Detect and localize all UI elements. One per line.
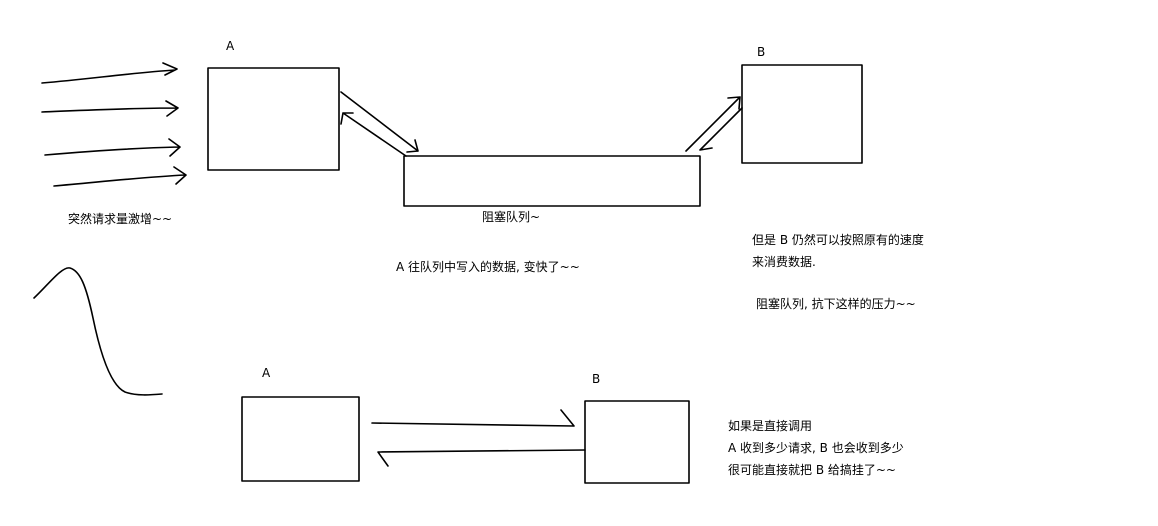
- wave-curve: [33, 267, 163, 396]
- request-arrow: [53, 166, 187, 187]
- arrow-direct-b-to-a: [377, 449, 586, 467]
- arrows-direct-call: [371, 409, 586, 467]
- blocking-queue-label: 阻塞队列~: [482, 210, 541, 223]
- request-arrows: [41, 62, 187, 187]
- request-arrow: [41, 100, 179, 117]
- bottom-box-a-label: A: [262, 366, 271, 380]
- request-arrow: [44, 138, 181, 157]
- arrow-b-to-queue: [699, 107, 743, 151]
- a-writes-faster-note: A 往队列中写入的数据, 变快了~~: [396, 256, 580, 278]
- bottom-box-b: [584, 400, 690, 484]
- direct-call-line3: 很可能直接就把 B 给搞挂了~~: [728, 463, 896, 477]
- b-keeps-pace-line2: 来消费数据.: [752, 255, 816, 269]
- queue-absorbs-note: 阻塞队列, 抗下这样的压力~~: [756, 293, 916, 315]
- b-keeps-pace-line1: 但是 B 仍然可以按照原有的速度: [752, 233, 924, 247]
- bottom-box-b-label: B: [592, 372, 601, 386]
- a-writes-faster-text: A 往队列中写入的数据, 变快了~~: [396, 260, 580, 274]
- top-box-b-label: B: [757, 45, 766, 59]
- direct-call-line1: 如果是直接调用: [728, 419, 813, 433]
- arrows-a-queue: [340, 91, 419, 157]
- arrow-direct-a-to-b: [371, 409, 575, 427]
- top-box-a: [207, 67, 340, 171]
- b-keeps-pace-note: 但是 B 仍然可以按照原有的速度 来消费数据.: [752, 229, 924, 273]
- arrows-queue-b: [685, 96, 743, 152]
- blocking-queue-box: [403, 155, 701, 207]
- direct-call-line2: A 收到多少请求, B 也会收到多少: [728, 441, 904, 455]
- top-box-b: [741, 64, 863, 164]
- arrow-queue-to-a: [340, 112, 407, 157]
- direct-call-note: 如果是直接调用 A 收到多少请求, B 也会收到多少 很可能直接就把 B 给搞挂…: [728, 415, 904, 481]
- arrow-a-to-queue: [340, 91, 419, 153]
- bottom-box-a: [241, 396, 360, 482]
- request-arrow: [41, 62, 178, 84]
- surge-text: 突然请求量激增~~: [68, 212, 173, 226]
- queue-absorbs-text: 阻塞队列, 抗下这样的压力~~: [756, 297, 916, 311]
- surge-note: 突然请求量激增~~: [68, 208, 172, 230]
- arrow-queue-to-b: [685, 96, 741, 152]
- top-box-a-label: A: [226, 39, 235, 53]
